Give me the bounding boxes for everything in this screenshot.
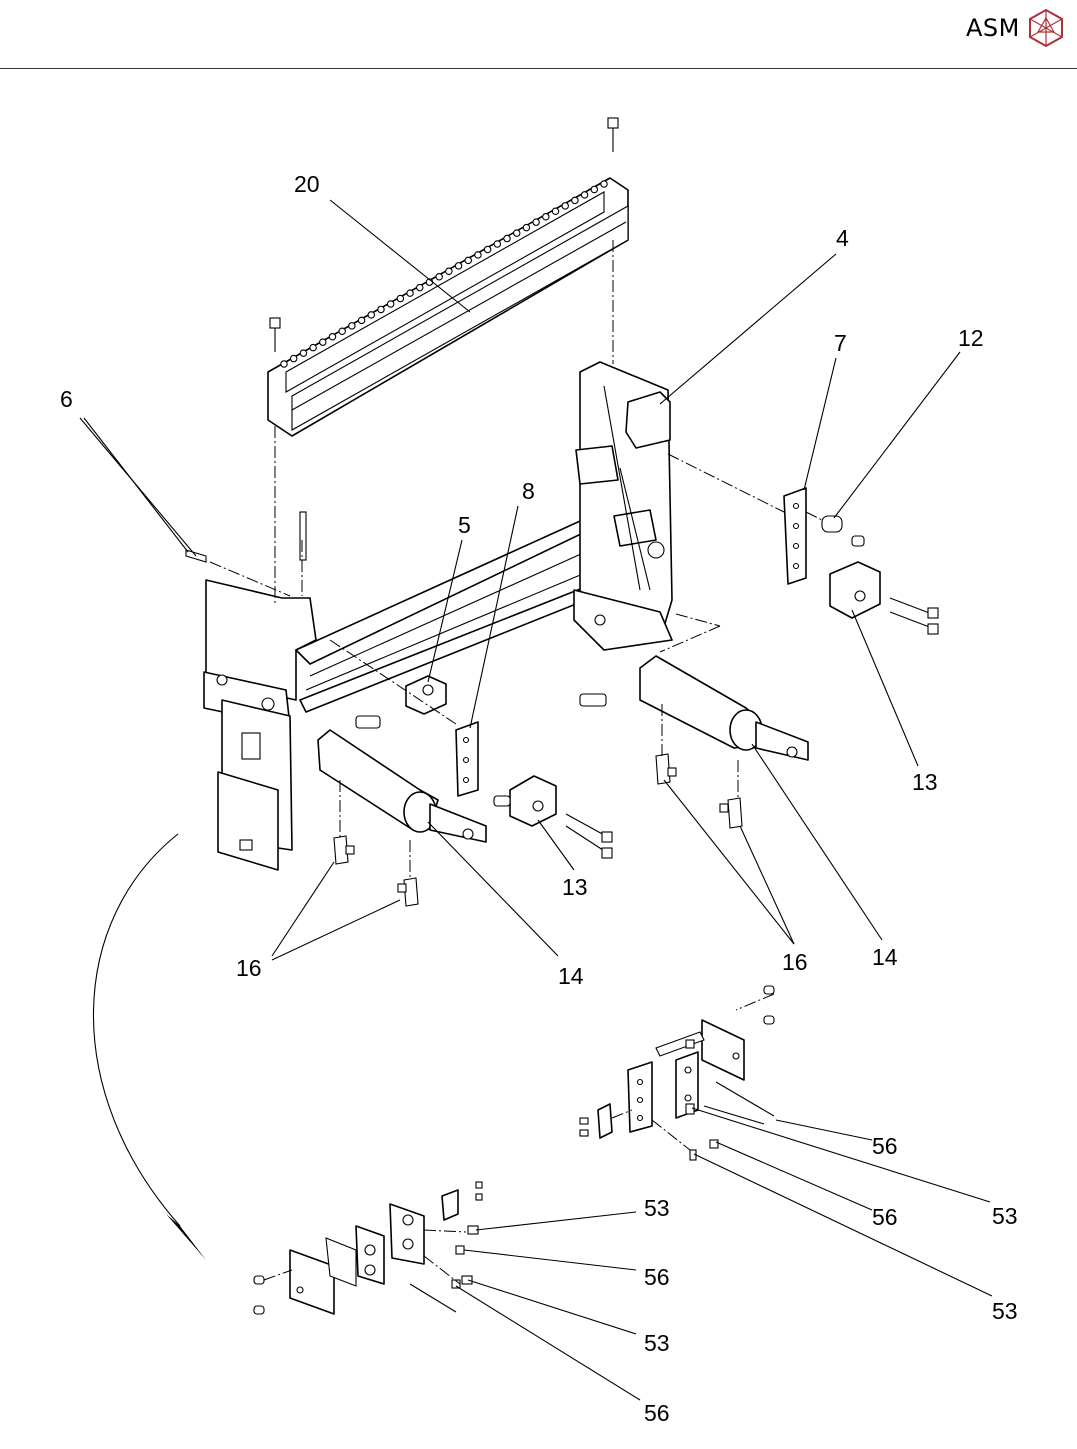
rail-bead	[290, 355, 296, 361]
rail-bead	[562, 203, 568, 209]
rail-bead	[484, 246, 490, 252]
rail-bead	[387, 301, 393, 307]
rail-bead	[320, 339, 326, 345]
block-part-13-right	[830, 562, 938, 634]
rail-bead	[358, 317, 364, 323]
callout-13-left: 13	[562, 874, 588, 900]
callout-16-right: 16	[782, 949, 808, 975]
rail-bead	[543, 214, 549, 220]
rail-bead	[514, 230, 520, 236]
rail-bead	[523, 224, 529, 230]
rail-bead	[572, 197, 578, 203]
right-frame	[574, 362, 672, 650]
rail-bead	[436, 274, 442, 280]
callout-20: 20	[294, 171, 320, 197]
callout-53-l2: 53	[644, 1330, 670, 1356]
callout-14-right: 14	[872, 944, 898, 970]
rail-bead	[581, 192, 587, 198]
rail-bead	[397, 295, 403, 301]
rail-bead	[339, 328, 345, 334]
callout-5: 5	[458, 512, 471, 538]
block-part-5	[406, 676, 446, 714]
callout-56-r1: 56	[872, 1133, 898, 1159]
rail-bead	[601, 181, 607, 187]
left-frame	[186, 512, 316, 870]
rail-bead	[417, 284, 423, 290]
callout-56-r2: 56	[872, 1204, 898, 1230]
rail-bead	[533, 219, 539, 225]
rail-bead	[368, 312, 374, 318]
rail-bead	[465, 257, 471, 263]
callout-8: 8	[522, 478, 535, 504]
rail-bead	[475, 252, 481, 258]
rail-bead	[494, 241, 500, 247]
bracket-part-7	[784, 488, 806, 584]
cylinder-part-14-right	[580, 656, 808, 760]
callout-4: 4	[836, 225, 849, 251]
callout-56-l2: 56	[644, 1400, 670, 1426]
rail-bead	[300, 350, 306, 356]
rail-bead	[329, 334, 335, 340]
callout-7: 7	[834, 330, 847, 356]
rail-bead	[407, 290, 413, 296]
rail-bead	[281, 361, 287, 367]
callout-6: 6	[60, 386, 73, 412]
callout-53-r2: 53	[992, 1298, 1018, 1324]
callout-56-l1: 56	[644, 1264, 670, 1290]
rail-bead	[455, 263, 461, 269]
callout-53-r1: 53	[992, 1203, 1018, 1229]
detail-view-left	[254, 1182, 482, 1314]
detail-view-right	[580, 986, 774, 1160]
pin-part-12	[822, 516, 864, 546]
block-part-13-left	[494, 776, 612, 858]
top-rail-assembly	[268, 118, 628, 436]
rail-bead	[504, 235, 510, 241]
detail-reference-arrow	[93, 834, 206, 1260]
callout-14-left: 14	[558, 963, 584, 989]
bracket-part-8	[456, 722, 478, 796]
callout-12: 12	[958, 325, 984, 351]
rail-bead	[446, 268, 452, 274]
callout-16-left: 16	[236, 955, 262, 981]
callout-53-l1: 53	[644, 1195, 670, 1221]
rail-bead	[552, 208, 558, 214]
rail-bead	[310, 344, 316, 350]
rail-bead	[591, 186, 597, 192]
rail-bead	[378, 306, 384, 312]
rail-bead	[349, 323, 355, 329]
callout-13-right: 13	[912, 769, 938, 795]
